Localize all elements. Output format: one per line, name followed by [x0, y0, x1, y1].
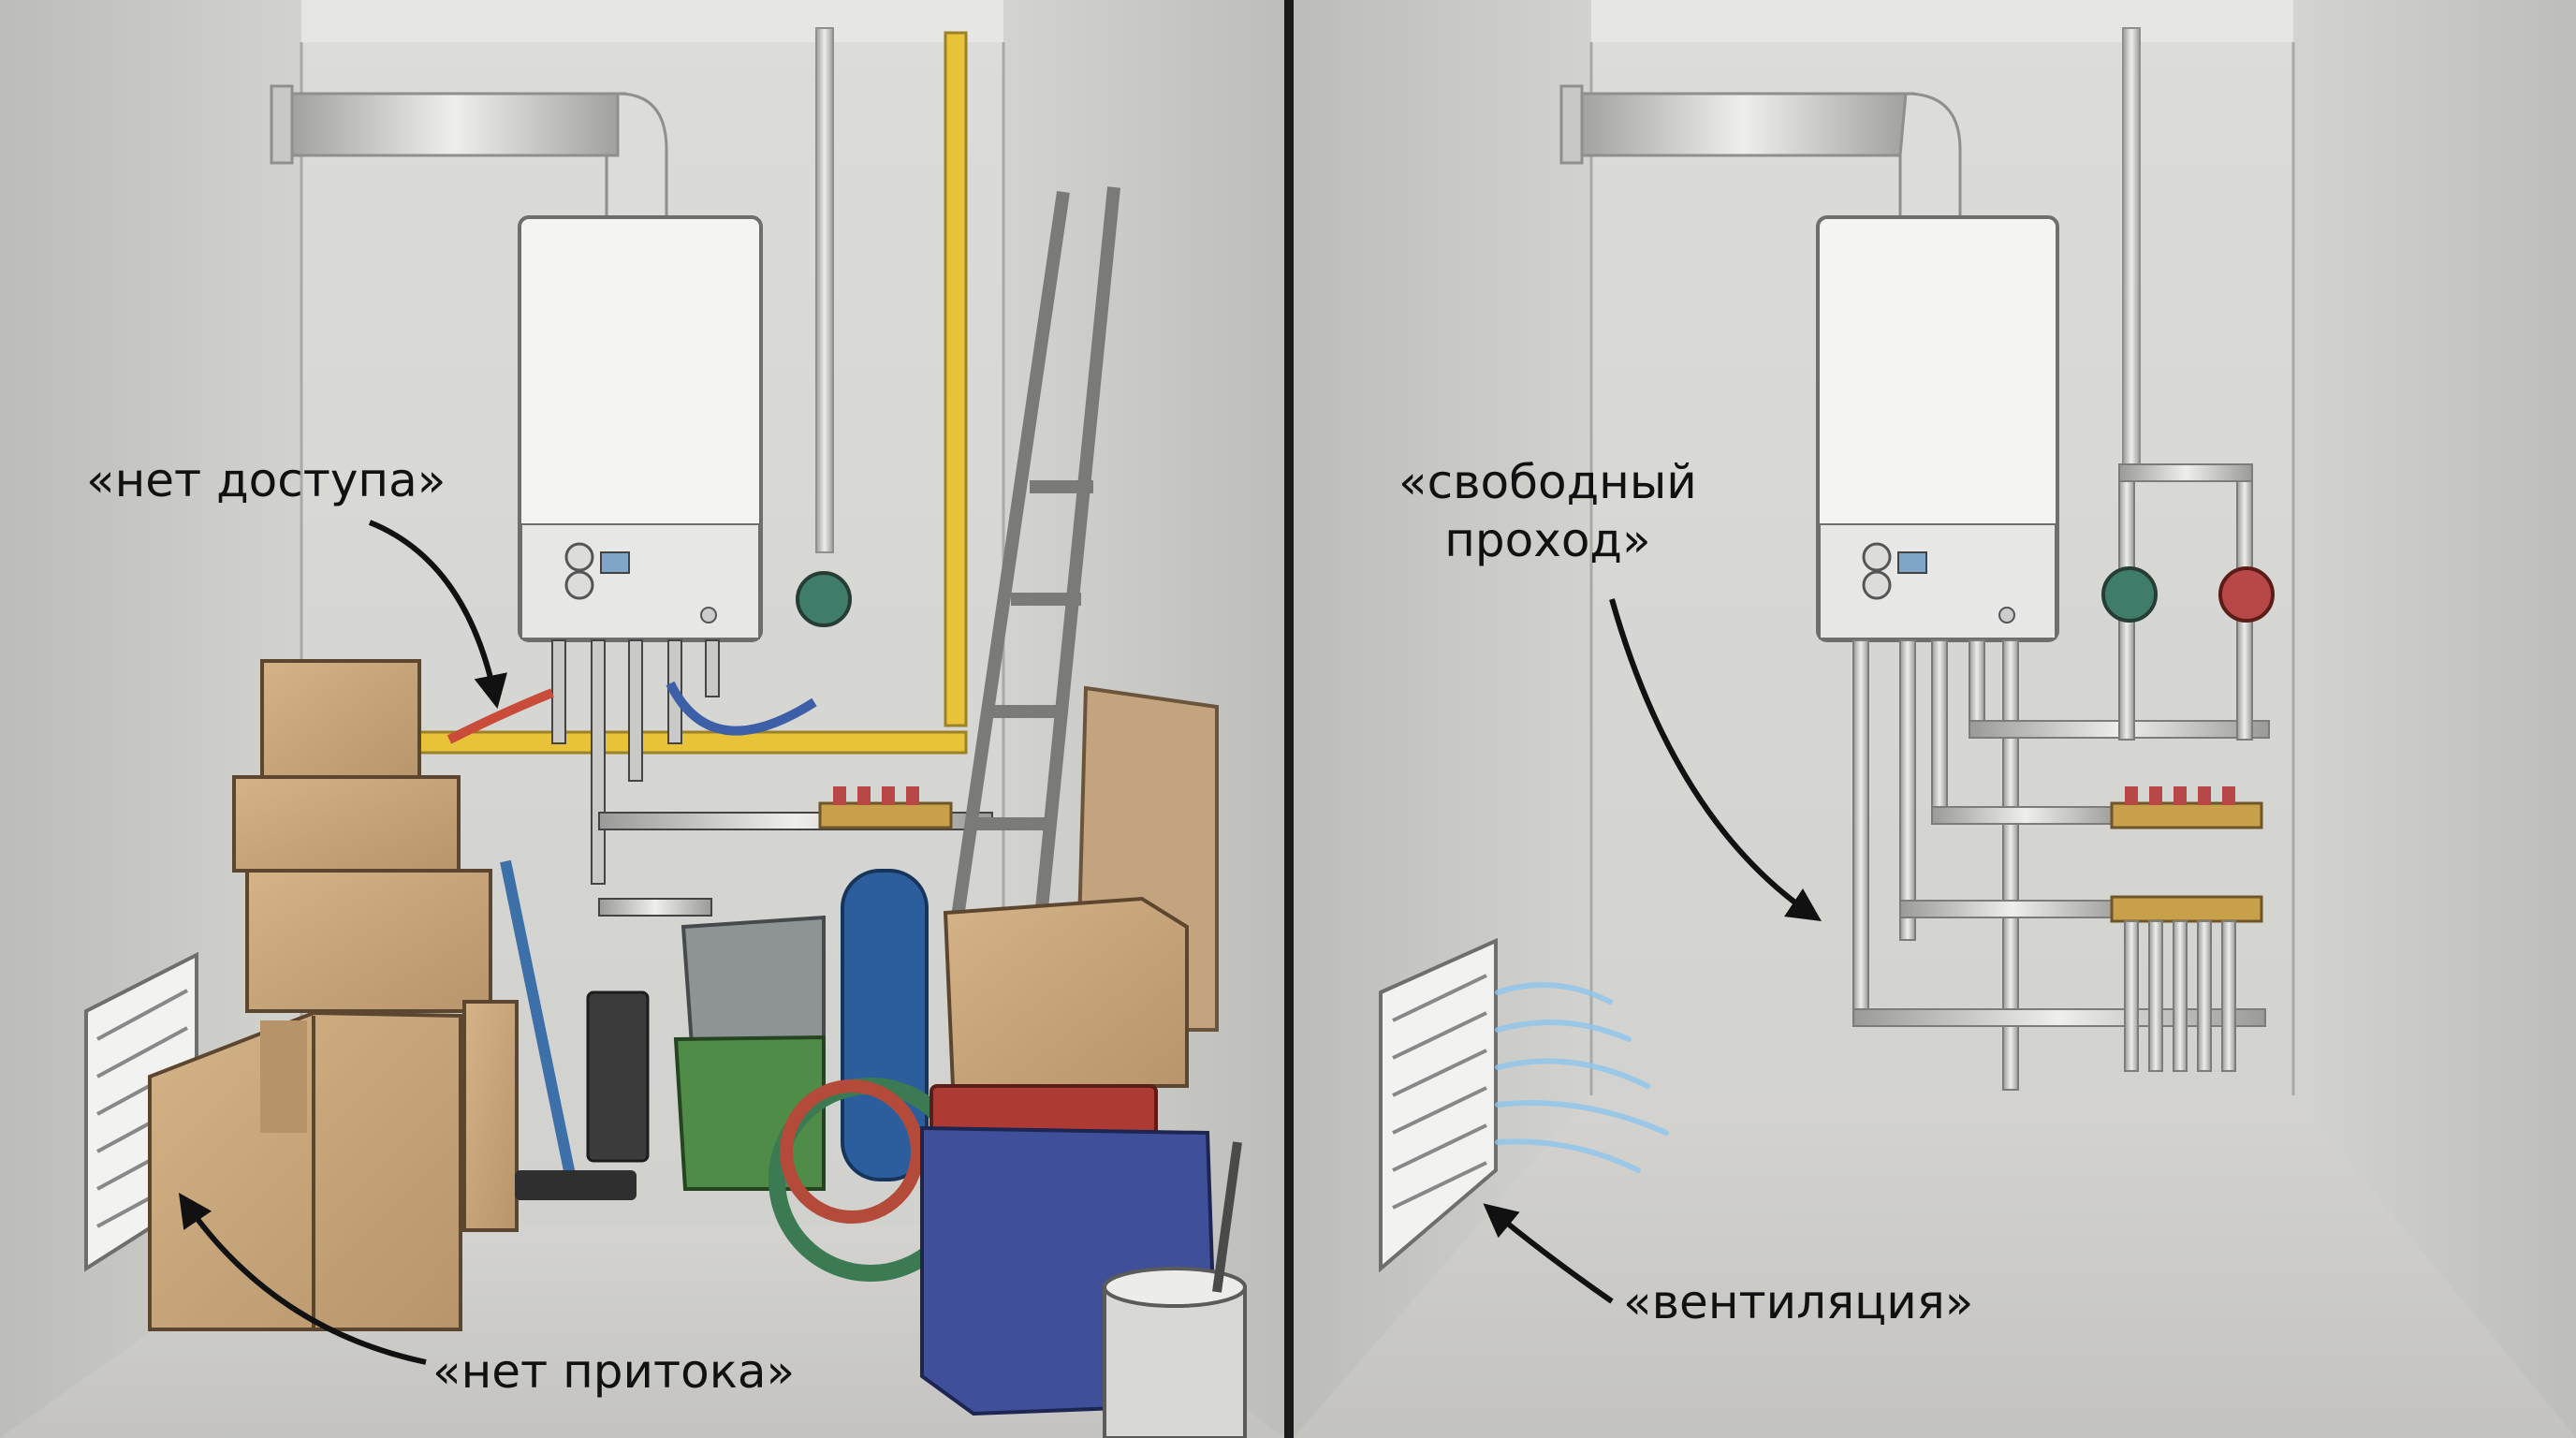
arrow-free-pass [1609, 598, 1822, 921]
right-panel-clear-room [1294, 0, 2576, 1438]
cardboard-box-front-right [943, 896, 1189, 1088]
gas-pipe-vertical [944, 31, 968, 727]
broom-handle [500, 859, 577, 1181]
blue-rolled-mat [841, 869, 929, 1181]
manifold [2110, 786, 2263, 1072]
label-no-access: «нет доступа» [86, 453, 446, 507]
arrow-no-inflow [178, 1193, 427, 1365]
squeegee-head [515, 1170, 637, 1200]
label-free-passage-line2: проход» [1444, 513, 1651, 567]
gas-boiler [1816, 215, 2059, 642]
arrow-no-access [368, 520, 507, 710]
circulation-pump [796, 571, 852, 627]
circulation-pump-green [2101, 566, 2158, 623]
flue-pipe [1559, 84, 1962, 223]
ceiling [1591, 0, 2293, 42]
label-free-passage-line1: «свободный [1398, 455, 1697, 509]
ceiling [301, 0, 1003, 42]
label-free-passage: «свободный проход» [1398, 453, 1697, 569]
flue-pipe [270, 84, 668, 223]
airflow-lines [1495, 982, 1669, 1173]
step-ladder [948, 186, 1120, 938]
floor [1294, 1095, 2576, 1438]
vertical-pipe [2122, 27, 2141, 469]
arrow-ventilation [1483, 1203, 1614, 1304]
paint-bucket [1103, 1141, 1247, 1438]
vent-grille-open [1379, 937, 1498, 1273]
label-ventilation: «вентиляция» [1623, 1275, 1974, 1329]
panel-divider [1284, 0, 1294, 1438]
vertical-pipe [815, 27, 834, 553]
gas-boiler [518, 215, 763, 642]
left-panel-cluttered-room [0, 0, 1284, 1438]
right-side-wall [2293, 0, 2576, 1438]
gas-pipe-horizontal [410, 730, 968, 755]
organized-piping [1852, 463, 2270, 1091]
label-no-inflow: «нет притока» [432, 1344, 796, 1399]
circulation-pump-red [2218, 566, 2275, 623]
manifold [818, 786, 953, 829]
left-side-wall [1294, 0, 1591, 1438]
cardboard-boxes [148, 659, 519, 1331]
black-toolbox [586, 990, 650, 1163]
